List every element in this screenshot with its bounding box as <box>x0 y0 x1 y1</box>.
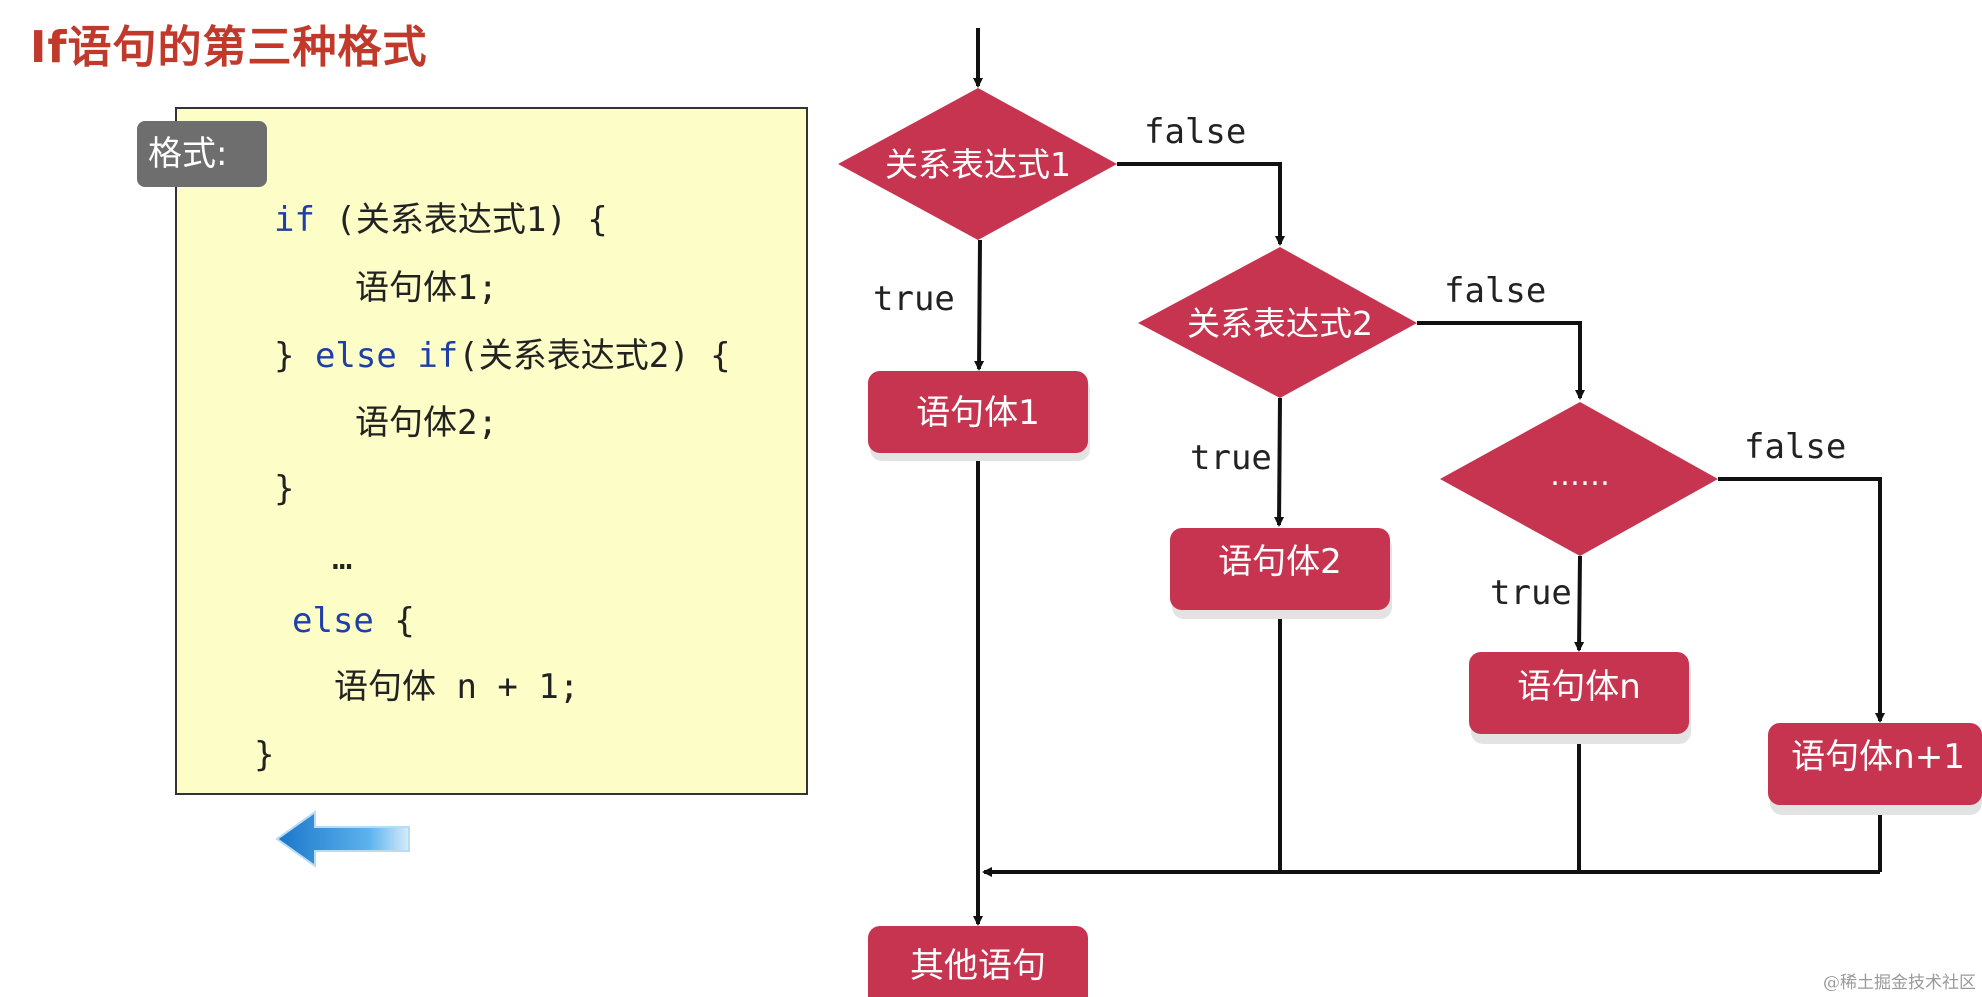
watermark: @稀土掘金技术社区 <box>1823 973 1976 993</box>
decision-3-label: …… <box>1550 458 1610 493</box>
true-arrow-3 <box>1574 555 1585 652</box>
label-true-3: true <box>1490 573 1572 613</box>
code-line-body2: 语句体2; <box>355 403 498 443</box>
format-badge: 格式: <box>137 121 267 187</box>
code-line-ellipsis: … <box>332 538 353 578</box>
keyword-if: if <box>274 200 315 240</box>
open-brace: { <box>373 601 415 641</box>
label-false-2: false <box>1444 271 1546 311</box>
true-arrow-2 <box>1274 397 1285 527</box>
keyword-else: else <box>292 601 374 641</box>
keyword-else: else <box>314 336 397 376</box>
stmt-1-label: 语句体1 <box>916 393 1040 433</box>
label-false-3: false <box>1744 427 1846 467</box>
stmt-n-label: 语句体n <box>1517 667 1641 707</box>
code-line-body-n1: 语句体 n + 1; <box>334 667 580 707</box>
label-true-1: true <box>873 279 955 319</box>
label-false-1: false <box>1144 112 1246 152</box>
condition-1: (关系表达式1) { <box>314 200 608 240</box>
stmt-n1: 语句体n+1 <box>1768 723 1982 815</box>
label-true-2: true <box>1190 438 1272 478</box>
decision-3: …… <box>1440 402 1718 556</box>
keyword-if: if <box>417 336 459 376</box>
stmt-2: 语句体2 <box>1170 528 1392 619</box>
stmt-1: 语句体1 <box>868 371 1090 461</box>
false-arrow-3 <box>1718 477 1885 723</box>
code-line-close-brace: } <box>274 469 295 509</box>
back-arrow-icon[interactable] <box>275 810 415 870</box>
decision-2-label: 关系表达式2 <box>1187 304 1373 343</box>
code-line-else-if: } else if(关系表达式2) { <box>274 333 731 379</box>
connectors <box>973 28 1885 926</box>
decision-2: 关系表达式2 <box>1138 247 1417 398</box>
decision-1-label: 关系表达式1 <box>885 145 1071 184</box>
true-arrow-1 <box>974 239 985 371</box>
stmt-n: 语句体n <box>1469 652 1691 744</box>
code-line-final-brace: } <box>254 735 275 775</box>
false-arrow-2 <box>1417 321 1585 400</box>
condition-2: (关系表达式2) { <box>458 336 731 376</box>
close-brace: } <box>274 336 315 376</box>
other-stmt-label: 其他语句 <box>910 946 1046 986</box>
code-line-else: else { <box>292 598 415 644</box>
stmt-n1-label: 语句体n+1 <box>1791 737 1965 777</box>
decision-1: 关系表达式1 <box>838 88 1117 240</box>
code-line-if: if (关系表达式1) { <box>274 197 608 243</box>
code-line-body1: 语句体1; <box>355 268 498 308</box>
other-stmt: 其他语句 <box>868 926 1088 997</box>
code-panel <box>175 107 808 795</box>
stmt-2-label: 语句体2 <box>1218 542 1342 582</box>
false-arrow-1 <box>1117 162 1285 246</box>
page-title: If语句的第三种格式 <box>30 22 428 73</box>
